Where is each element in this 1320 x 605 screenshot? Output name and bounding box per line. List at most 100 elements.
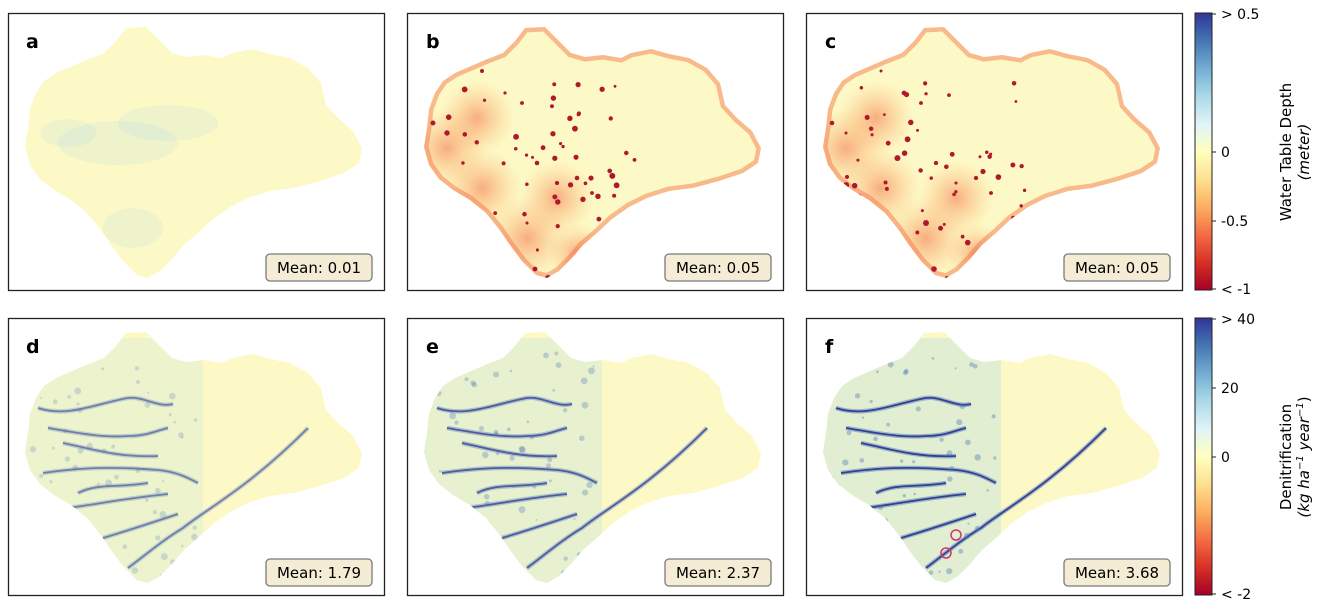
mean-box-frame xyxy=(1063,253,1171,282)
well-point xyxy=(607,168,613,174)
well-point xyxy=(480,69,484,73)
well-point xyxy=(923,220,929,226)
well-point xyxy=(989,152,993,156)
wet-speck xyxy=(67,394,72,399)
mean-box-frame xyxy=(664,558,772,587)
stream-line xyxy=(840,466,997,484)
wet-speck xyxy=(438,469,442,473)
well-point xyxy=(554,180,560,186)
well-point xyxy=(868,126,874,131)
wet-speck xyxy=(471,382,478,388)
well-point xyxy=(954,190,958,194)
mean-label: Mean: 0.01 xyxy=(277,259,361,277)
wet-speck xyxy=(155,535,161,541)
wet-speck xyxy=(484,500,490,506)
wet-speck xyxy=(947,476,953,482)
well-point xyxy=(985,150,989,155)
wet-speck xyxy=(483,493,490,500)
mean-box: Mean: 2.37 xyxy=(664,558,772,587)
wet-speck xyxy=(39,397,42,400)
well-point xyxy=(1010,162,1016,168)
wet-speck xyxy=(965,439,971,446)
wet-speck xyxy=(180,544,184,548)
wet-speck xyxy=(859,458,865,463)
wet-speck xyxy=(493,371,500,378)
stream-line xyxy=(526,427,708,569)
well-point xyxy=(915,230,920,235)
well-point xyxy=(908,119,914,126)
well-point xyxy=(901,150,908,156)
well-point xyxy=(864,114,870,120)
colorbar-tick-label: 0 xyxy=(1221,450,1230,466)
wet-speck xyxy=(902,493,907,498)
wet-speck xyxy=(902,370,908,376)
wet-speck xyxy=(74,387,82,395)
well-point xyxy=(550,131,556,137)
wet-speck xyxy=(876,370,879,374)
well-point xyxy=(567,182,574,188)
well-point xyxy=(879,69,883,73)
well-point xyxy=(916,128,919,132)
wet-patch xyxy=(58,121,178,165)
wet-speck xyxy=(928,570,934,575)
well-point xyxy=(989,191,993,195)
wet-speck xyxy=(102,448,107,453)
wet-patch xyxy=(40,119,96,147)
wet-speck xyxy=(478,425,485,432)
well-point xyxy=(561,144,565,149)
wet-speck xyxy=(931,356,935,360)
well-point xyxy=(461,86,468,93)
well-point xyxy=(552,194,558,200)
mean-box: Mean: 3.68 xyxy=(1063,558,1171,587)
wet-speck xyxy=(873,436,878,442)
well-point xyxy=(574,175,580,181)
unit-exp: −1 xyxy=(1295,402,1306,417)
well-point xyxy=(430,120,436,126)
well-point xyxy=(590,191,594,195)
wet-speck xyxy=(529,435,534,440)
wet-speck xyxy=(145,498,149,503)
mean-label: Mean: 0.05 xyxy=(676,259,760,277)
wet-speck xyxy=(131,567,139,574)
wet-speck xyxy=(76,402,80,406)
wet-speck xyxy=(535,518,538,522)
mean-box-frame xyxy=(265,253,373,282)
well-point xyxy=(549,104,554,109)
wet-speck xyxy=(573,517,576,521)
wet-speck xyxy=(519,446,526,454)
well-point xyxy=(938,225,944,231)
wet-speck xyxy=(532,485,537,489)
stream-line xyxy=(102,513,179,539)
well-point xyxy=(894,155,901,162)
stream-line xyxy=(476,482,548,494)
colorbar-title: Water Table Depth xyxy=(1277,83,1295,221)
colorbar-unit: (meter) xyxy=(1295,124,1313,181)
wet-speck xyxy=(72,464,79,471)
mean-label: Mean: 0.05 xyxy=(1075,259,1159,277)
well-point xyxy=(522,211,527,217)
wet-speck xyxy=(915,406,921,412)
wet-speck xyxy=(580,377,588,385)
wet-speck xyxy=(518,506,526,514)
stream-line xyxy=(501,513,578,539)
panel-letter: c xyxy=(825,31,836,53)
panel-letter: f xyxy=(825,336,834,358)
wet-speck xyxy=(967,522,970,525)
wet-speck xyxy=(964,532,971,539)
wet-patch xyxy=(103,208,163,248)
stream-line xyxy=(62,442,159,458)
colorbar-tick-label: > 40 xyxy=(1221,312,1255,328)
well-point xyxy=(882,113,886,117)
wet-speck xyxy=(134,366,140,371)
wet-speck xyxy=(579,435,585,441)
well-point xyxy=(870,133,874,137)
watershed-area xyxy=(25,27,362,278)
wet-speck xyxy=(506,427,511,432)
well-point xyxy=(503,91,507,95)
colorbar-title: Denitrification xyxy=(1277,404,1295,510)
well-point xyxy=(540,145,546,151)
drawdown-zone xyxy=(439,80,515,156)
panel-c: c xyxy=(805,12,1184,292)
stream-line xyxy=(37,396,174,413)
wet-speck xyxy=(52,399,58,405)
